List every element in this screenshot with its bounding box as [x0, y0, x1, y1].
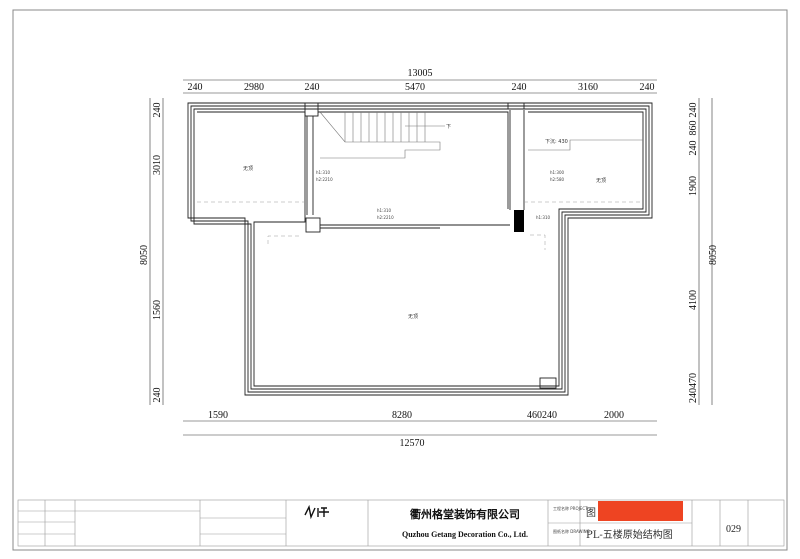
svg-text:2000: 2000 [604, 410, 624, 421]
svg-text:1560: 1560 [152, 300, 163, 320]
svg-text:12570: 12570 [400, 438, 425, 449]
room-label-right: 无顶 [596, 178, 606, 184]
dimension-bottom: 1590 8280 460240 2000 12570 [208, 410, 624, 449]
project-label: 工程名称 PROJECT [553, 505, 588, 511]
sunken-label: 下沉: 430 [545, 138, 568, 145]
sheet-border [12, 9, 788, 551]
dashed-lines [197, 201, 643, 250]
door-height-2: h2:2210 [316, 177, 333, 182]
door-height-1: h1:310 [377, 208, 392, 213]
svg-text:1900: 1900 [688, 176, 699, 196]
svg-text:240: 240 [688, 103, 699, 118]
project-name-prefix: 图 [586, 507, 596, 519]
svg-text:240: 240 [688, 141, 699, 156]
door-height: h1:310 [536, 215, 551, 220]
door-height-2: h2:2210 [377, 215, 394, 220]
svg-text:3160: 3160 [578, 82, 598, 93]
dimension-lines [149, 79, 713, 436]
svg-text:8050: 8050 [708, 245, 719, 265]
title-block [17, 499, 785, 547]
svg-text:240: 240 [512, 82, 527, 93]
svg-text:2980: 2980 [244, 82, 264, 93]
svg-text:5470: 5470 [405, 82, 425, 93]
window-height-2: h2:580 [550, 177, 565, 182]
svg-text:4100: 4100 [688, 290, 699, 310]
dimension-left: 8050 240 3010 1560 240 [139, 103, 163, 403]
svg-text:860: 860 [688, 121, 699, 136]
room-label-main: 无顶 [408, 314, 418, 320]
svg-text:8280: 8280 [392, 410, 412, 421]
stair-direction: 下 [446, 124, 451, 130]
svg-text:8050: 8050 [139, 245, 150, 265]
svg-text:1590: 1590 [208, 410, 228, 421]
drawing-title: PL-五楼原始结构图 [586, 528, 673, 541]
room-label-left: 无顶 [243, 166, 253, 172]
svg-text:240: 240 [152, 388, 163, 403]
svg-text:240: 240 [640, 82, 655, 93]
signature-image [304, 504, 329, 520]
plan-walls [187, 102, 653, 396]
column-block [514, 210, 524, 232]
redacted-project-name [598, 501, 683, 521]
company-name-cn: 衢州格堂装饰有限公司 [410, 507, 520, 521]
svg-text:240: 240 [152, 103, 163, 118]
stairs [319, 111, 643, 159]
svg-text:240: 240 [305, 82, 320, 93]
svg-text:13005: 13005 [408, 68, 433, 79]
window-height-1: h1:300 [550, 170, 565, 175]
dimension-right: 8050 240 860 240 1900 4100 240470 [688, 103, 719, 404]
drawing-label: 图纸名称 DRAWING [553, 528, 590, 534]
company-name-en: Quzhou Getang Decoration Co., Ltd. [402, 530, 528, 539]
svg-text:240470: 240470 [688, 373, 699, 403]
svg-text:3010: 3010 [152, 155, 163, 175]
door-height-1: h1:310 [316, 170, 331, 175]
svg-text:460240: 460240 [527, 410, 557, 421]
sheet-number: 029 [726, 524, 741, 535]
dimension-top: 13005 240 2980 240 5470 240 3160 240 [188, 68, 655, 93]
svg-text:240: 240 [188, 82, 203, 93]
